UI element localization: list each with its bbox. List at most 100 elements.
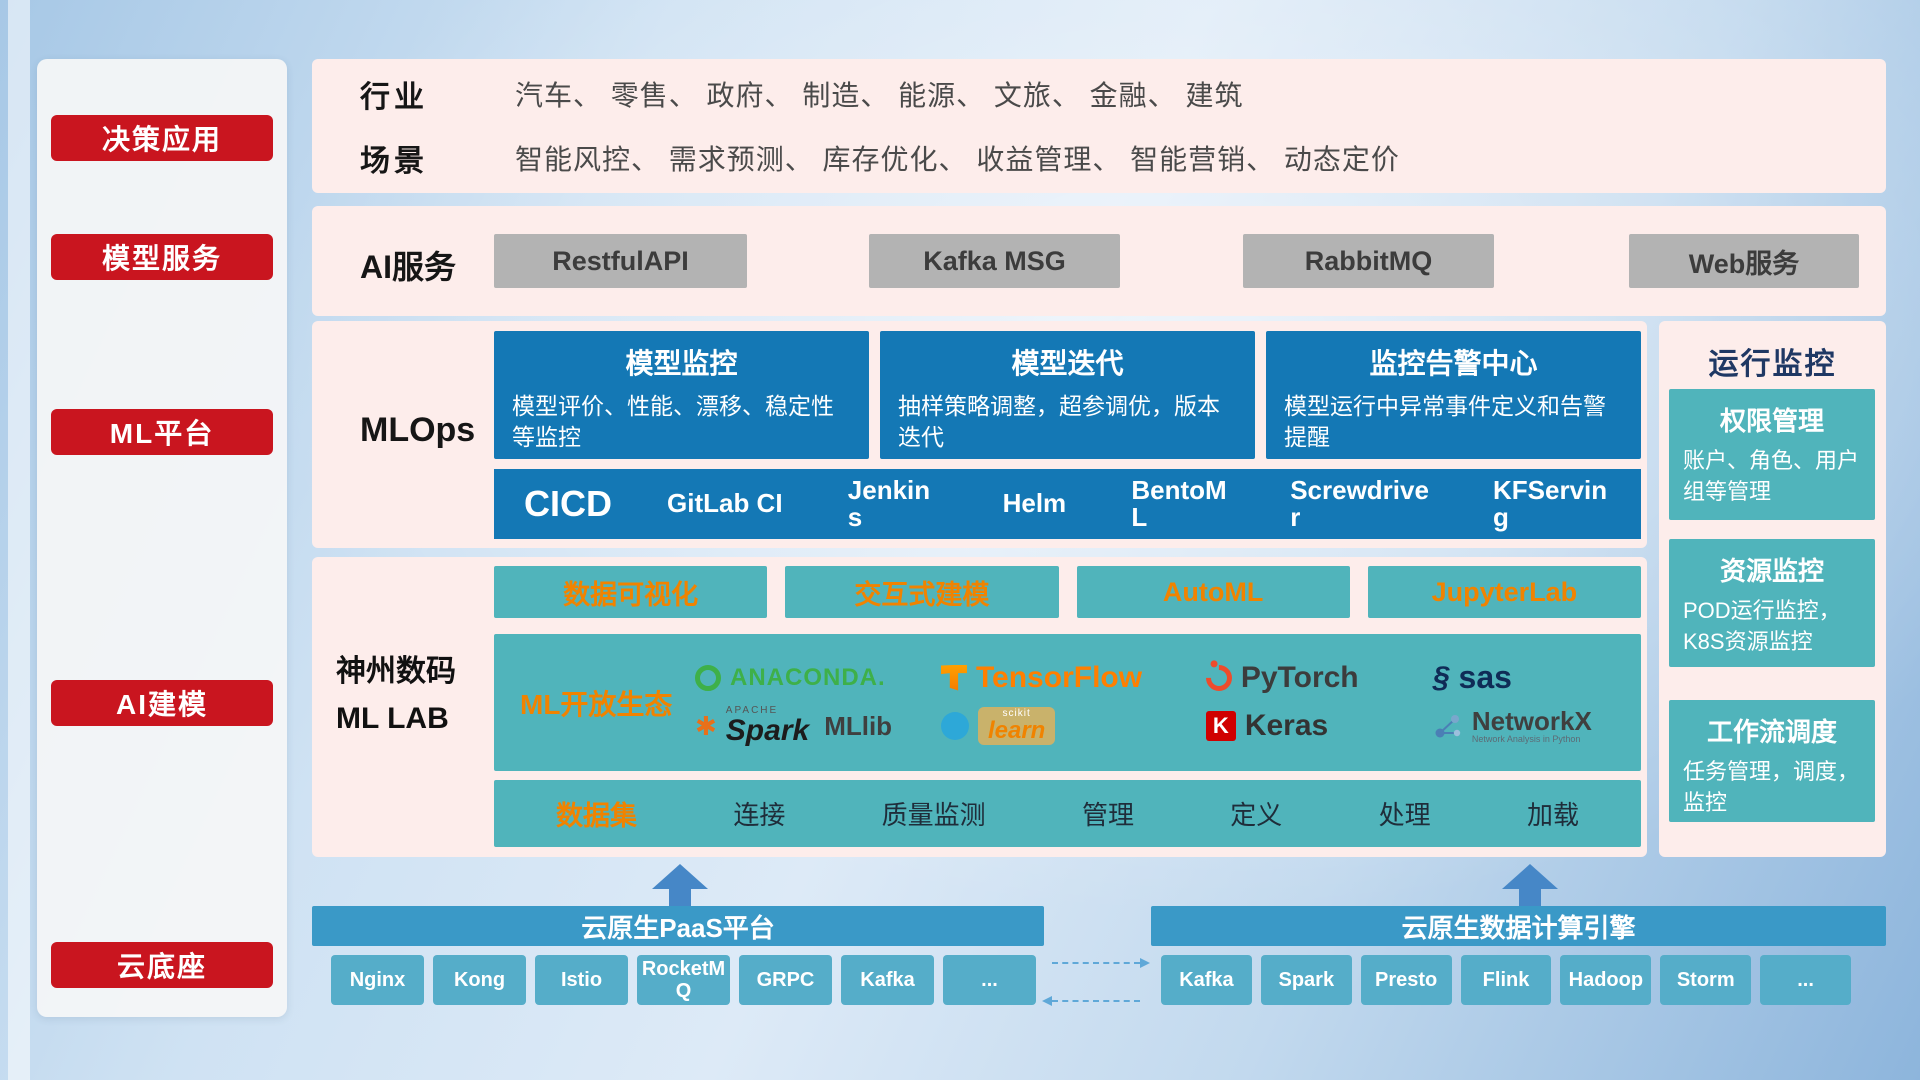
dataset-define: 定义: [1230, 800, 1283, 830]
dataset-label: 数据集: [556, 801, 637, 831]
dataset-quality: 质量监测: [881, 800, 986, 830]
spark-apache-label: APACHE: [725, 705, 779, 716]
card-title: 模型迭代: [1011, 348, 1124, 379]
keras-logo: K Keras: [1205, 709, 1433, 743]
sas-wordmark: sas: [1458, 659, 1512, 695]
card-alert-center: 监控告警中心 模型运行中异常事件定义和告警提醒: [1266, 331, 1641, 459]
tool-interactive-modeling: 交互式建模: [785, 566, 1059, 618]
scikit-learn-logo: scikit learn: [940, 707, 1206, 745]
service-restfulapi: RestfulAPI: [494, 234, 747, 288]
industry-label: 行业: [360, 81, 428, 114]
pytorch-icon: [1200, 659, 1238, 696]
tool-automl: AutoML: [1076, 566, 1350, 618]
card-desc: 模型评价、性能、漂移、稳定性等监控: [512, 393, 834, 451]
card-desc: 抽样策略调整，超参调优，版本迭代: [898, 393, 1220, 451]
cicd-gitlab-ci: GitLab CI: [667, 488, 783, 519]
engine-more: ...: [1760, 955, 1852, 1005]
scikit-learn-icon: [940, 712, 969, 740]
paas-grpc: GRPC: [739, 955, 832, 1005]
dataset-process: 处理: [1378, 800, 1431, 830]
paas-platform-bar: 云原生PaaS平台: [312, 906, 1044, 946]
sidebar-item-decision-apps: 决策应用: [51, 115, 273, 161]
learn-label: learn: [987, 717, 1046, 744]
card-desc: 任务管理，调度，监控: [1683, 759, 1860, 815]
sidebar-item-ml-platform: ML平台: [51, 409, 273, 455]
industry-row: 行业 汽车、 零售、 政府、 制造、 能源、 文旅、 金融、 建筑: [360, 72, 1886, 116]
industry-list: 汽车、 零售、 政府、 制造、 能源、 文旅、 金融、 建筑: [515, 80, 1244, 111]
ml-ecosystem-box: ML开放生态 ANACONDA. TensorFlow PyTorch § sa…: [494, 634, 1641, 771]
keras-icon: K: [1205, 711, 1236, 741]
scenario-list: 智能风控、 需求预测、 库存优化、 收益管理、 智能营销、 动态定价: [515, 144, 1400, 175]
anaconda-logo: ANACONDA.: [695, 664, 941, 692]
paas-more: ...: [943, 955, 1036, 1005]
card-desc: 模型运行中异常事件定义和告警提醒: [1284, 393, 1606, 451]
tensorflow-wordmark: TensorFlow: [975, 660, 1143, 694]
networkx-logo: NetworkX Network Analysis in Python: [1433, 707, 1641, 745]
cicd-bar: CICD GitLab CI Jenkins Helm BentoML Scre…: [494, 469, 1641, 539]
card-title: 监控告警中心: [1369, 348, 1538, 379]
paas-components: Nginx Kong Istio RocketMQ GRPC Kafka ...: [331, 955, 1036, 1005]
tensorflow-icon: [940, 664, 967, 691]
engine-presto: Presto: [1360, 955, 1452, 1005]
cicd-bentoml: BentoML: [1131, 474, 1227, 532]
cicd-label: CICD: [524, 483, 612, 524]
networkx-icon: [1435, 714, 1461, 738]
ml-lab-panel: 神州数码 ML LAB 数据可视化 交互式建模 AutoML JupyterLa…: [312, 557, 1647, 857]
card-desc: POD运行监控，K8S资源监控: [1683, 598, 1841, 654]
paas-nginx: Nginx: [331, 955, 424, 1005]
dataset-load: 加载: [1526, 800, 1579, 830]
industry-scenario-panel: 行业 汽车、 零售、 政府、 制造、 能源、 文旅、 金融、 建筑 场景 智能风…: [312, 59, 1886, 193]
dataset-connect: 连接: [733, 800, 786, 830]
service-web: Web服务: [1629, 234, 1859, 288]
networkx-name: NetworkX: [1471, 705, 1592, 736]
ml-ecosystem-label: ML开放生态: [520, 688, 673, 720]
mlops-panel: MLOps 模型监控 模型评价、性能、漂移、稳定性等监控 模型迭代 抽样策略调整…: [312, 321, 1647, 548]
sidebar-item-ai-modeling: AI建模: [51, 680, 273, 726]
engine-storm: Storm: [1660, 955, 1752, 1005]
left-edge-strip: [8, 0, 30, 1080]
tensorflow-logo: TensorFlow: [940, 660, 1206, 695]
tool-data-visualization: 数据可视化: [494, 566, 768, 618]
spark-wordmark: APACHE Spark: [726, 706, 809, 746]
scikit-learn-wordmark: scikit learn: [977, 707, 1056, 745]
anaconda-wordmark: ANACONDA.: [730, 663, 886, 691]
tool-jupyterlab: JupyterLab: [1367, 566, 1641, 618]
card-title: 权限管理: [1719, 406, 1824, 436]
ai-service-panel: AI服务 RestfulAPI Kafka MSG RabbitMQ Web服务: [312, 206, 1886, 316]
engine-hadoop: Hadoop: [1560, 955, 1652, 1005]
card-desc: 账户、角色、用户组等管理: [1683, 448, 1860, 504]
dashed-arrow-left-icon: [1042, 996, 1140, 1006]
card-permission-mgmt: 权限管理 账户、角色、用户组等管理: [1669, 389, 1875, 520]
paas-kong: Kong: [433, 955, 526, 1005]
networkx-wordmark: NetworkX Network Analysis in Python: [1472, 707, 1592, 745]
cicd-screwdriver: Screwdriver: [1290, 474, 1429, 532]
up-arrow-icon: [652, 864, 708, 909]
dataset-bar: 数据集 连接 质量监测 管理 定义 处理 加载: [494, 780, 1641, 847]
ecosystem-logos: ANACONDA. TensorFlow PyTorch § sas ✱: [695, 659, 1641, 746]
sas-logo: § sas: [1433, 659, 1641, 696]
pytorch-logo: PyTorch: [1200, 659, 1433, 696]
service-kafka-msg: Kafka MSG: [869, 234, 1120, 288]
card-model-monitoring: 模型监控 模型评价、性能、漂移、稳定性等监控: [494, 331, 869, 459]
runtime-monitor-title: 运行监控: [1708, 348, 1837, 381]
dataset-manage: 管理: [1081, 800, 1134, 830]
cicd-jenkins: Jenkins: [847, 474, 931, 532]
cicd-items: GitLab CI Jenkins Helm BentoML Screwdriv…: [667, 474, 1611, 532]
spark-name: Spark: [725, 714, 810, 747]
anaconda-icon: [695, 664, 721, 691]
scenario-row: 场景 智能风控、 需求预测、 库存优化、 收益管理、 智能营销、 动态定价: [360, 136, 1886, 180]
mlops-label: MLOps: [360, 411, 476, 449]
pytorch-wordmark: PyTorch: [1240, 660, 1359, 694]
spark-icon: ✱: [695, 710, 717, 741]
scenario-label: 场景: [360, 145, 428, 178]
sidebar-item-model-service: 模型服务: [51, 234, 273, 280]
card-title: 资源监控: [1719, 556, 1824, 586]
networkx-subtitle: Network Analysis in Python: [1471, 734, 1581, 745]
mlops-cards: 模型监控 模型评价、性能、漂移、稳定性等监控 模型迭代 抽样策略调整，超参调优，…: [494, 331, 1641, 459]
ai-service-label: AI服务: [360, 249, 457, 285]
ml-lab-label-line2: ML LAB: [336, 701, 449, 735]
engine-flink: Flink: [1460, 955, 1552, 1005]
cicd-kfserving: KFServing: [1492, 474, 1608, 532]
data-engine-bar: 云原生数据计算引擎: [1151, 906, 1886, 946]
